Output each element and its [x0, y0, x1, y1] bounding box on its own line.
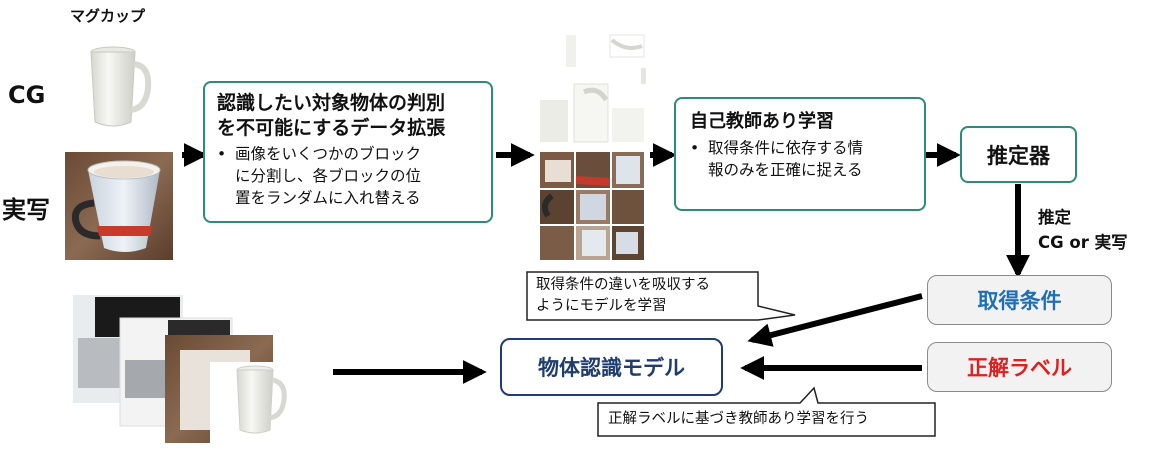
ssl-bullet-line1: 取得条件に依存する情: [708, 139, 864, 157]
photo-label: 実写: [2, 196, 50, 224]
bullet-mark: •: [690, 139, 700, 157]
ssl-bullet-line2: 報のみを正確に捉える: [708, 161, 863, 179]
augmentation-box: 認識したい対象物体の判別 を不可能にするデータ拡張 • 画像をいくつかのブロック…: [203, 81, 493, 223]
ssl-title: 自己教師あり学習: [690, 111, 834, 132]
arrow-condition-to-model: [747, 293, 923, 347]
photo-mug-image: [65, 152, 173, 260]
augmentation-bullet-line2: に分割し、各ブロックの位: [235, 167, 422, 185]
correct-label-box: 正解ラベル: [927, 342, 1112, 392]
cg-mug-image: [90, 46, 152, 127]
cg-label: CG: [8, 81, 46, 109]
callout-bottom-text: 正解ラベルに基づき教師あり学習を行う: [608, 411, 869, 427]
estimate-label-line1: 推定: [1038, 208, 1071, 227]
augmentation-title-line2: を不可能にするデータ拡張: [217, 117, 446, 139]
augmentation-bullet-line3: 置をランダムに入れ替える: [235, 189, 421, 207]
augmentation-bullet-line1: 画像をいくつかのブロック: [235, 145, 422, 163]
estimator-label: 推定器: [987, 143, 1050, 168]
estimator-box: 推定器: [960, 126, 1077, 183]
shuffled-photo-blocks: [540, 152, 644, 260]
condition-label: 取得条件: [977, 289, 1062, 313]
augmentation-title-line1: 認識したい対象物体の判別: [217, 92, 446, 114]
stacked-training-images: [73, 295, 288, 444]
callout-top-shape: [526, 271, 796, 321]
bullet-mark: •: [217, 145, 227, 163]
shuffled-cg-blocks: [540, 34, 646, 143]
estimate-label-line2: CG or 実写: [1038, 233, 1128, 252]
correct-label-text: 正解ラベル: [967, 356, 1072, 380]
object-recognition-model-box: 物体認識モデル: [500, 338, 723, 396]
callout-top-line2: ようにモデルを学習: [536, 298, 667, 314]
condition-box: 取得条件: [927, 275, 1112, 325]
callout-bottom-shape: [597, 386, 936, 437]
object-recognition-model-label: 物体認識モデル: [538, 356, 685, 380]
flow-arrows: [182, 143, 1030, 384]
ssl-box: 自己教師あり学習 • 取得条件に依存する情 報のみを正確に捉える: [674, 97, 926, 211]
mug-label: マグカップ: [70, 7, 146, 25]
callout-top-line1: 取得条件の違いを吸収する: [536, 277, 710, 293]
